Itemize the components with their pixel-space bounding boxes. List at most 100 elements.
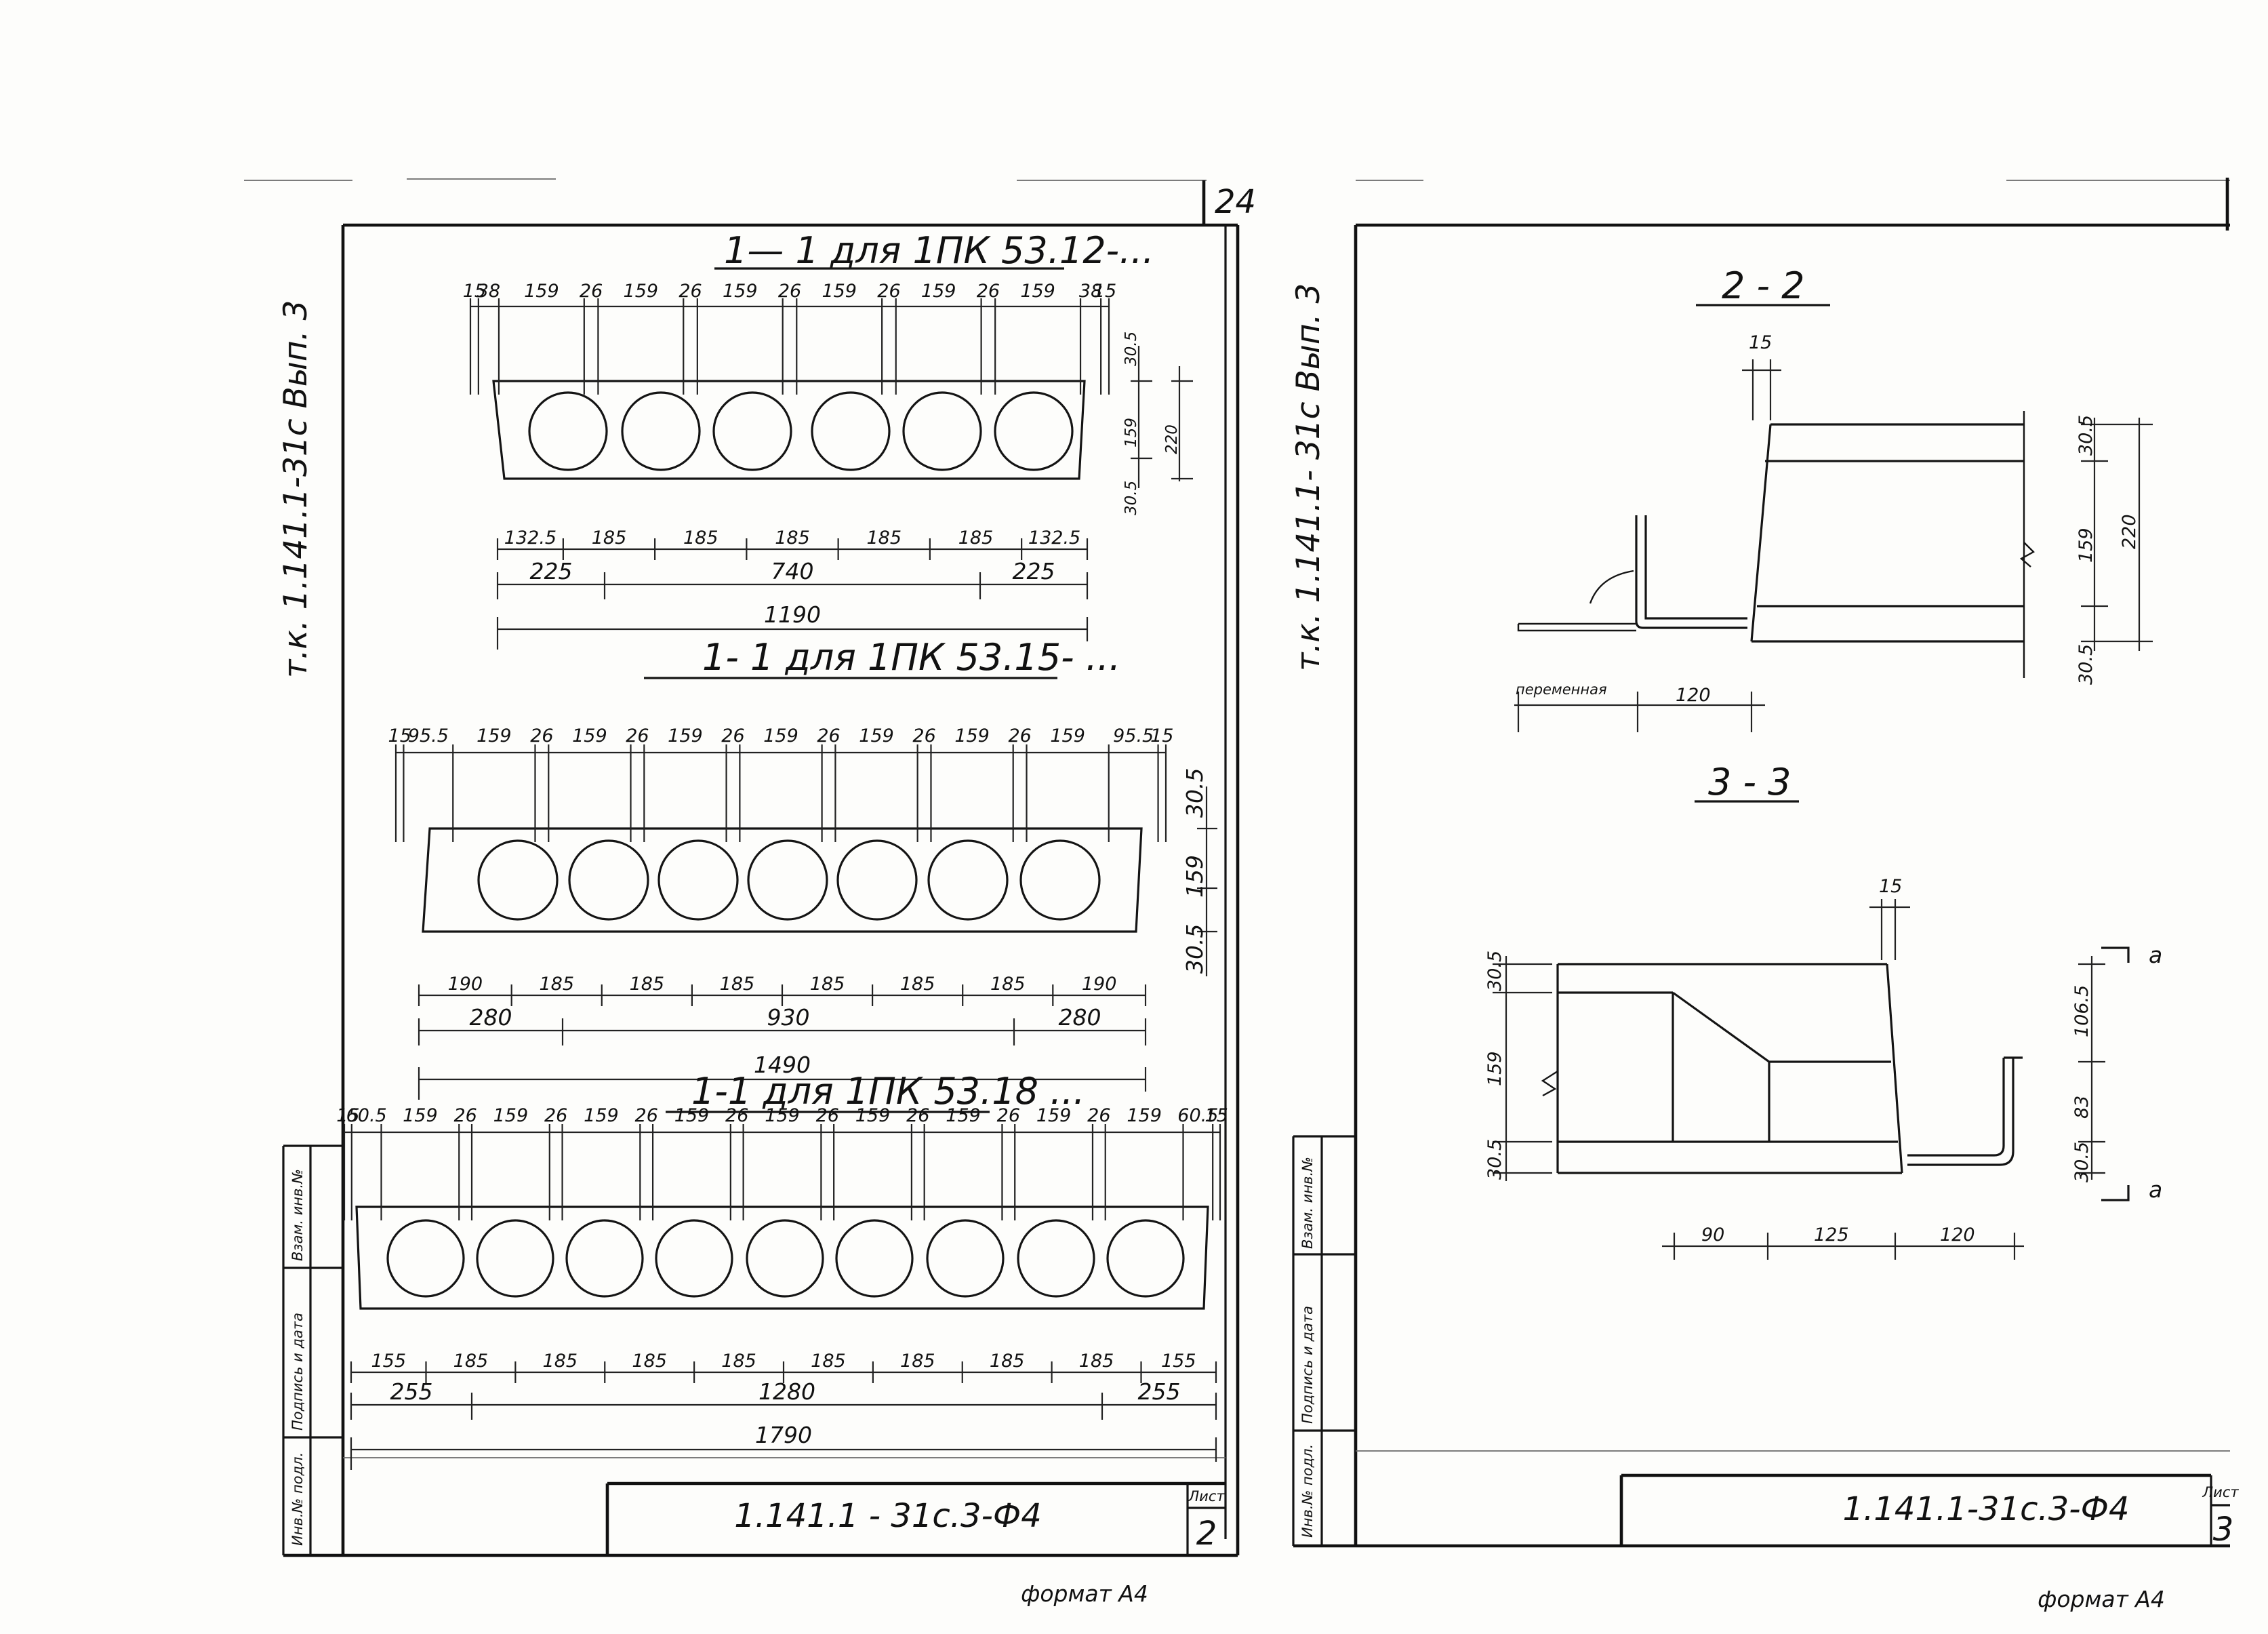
bottom-dim-label: 185 (900, 1351, 935, 1372)
bottom-dim-label: 132.5 (1028, 527, 1080, 549)
void-2 (621, 391, 701, 471)
void-8 (1017, 1219, 1095, 1298)
top-dim-label: 159 (584, 1105, 619, 1126)
stamp-label-inv: Инв.№ подл. (289, 1452, 306, 1546)
void-3 (657, 839, 739, 921)
top-dim-label: 26 (679, 281, 702, 302)
void-1 (477, 839, 559, 921)
section-title: 2 - 2 (1722, 264, 1805, 307)
stamp-label-repl: Взам. инв.№ (289, 1169, 306, 1261)
svg-text:30.5: 30.5 (1181, 768, 1208, 818)
format-label-left: формат А4 (1021, 1580, 1148, 1607)
svg-text:125: 125 (1814, 1224, 1849, 1246)
side-dims: 30.5 159 220 30.5 (1122, 332, 1193, 515)
stamp-label-sign: Подпись и дата (1299, 1306, 1316, 1424)
bottom-dim-label: 185 (683, 527, 718, 549)
void-6 (835, 1219, 914, 1298)
void-1 (386, 1219, 465, 1298)
bottom-dim-label: 225 (1013, 558, 1055, 584)
svg-text:159: 159 (1484, 1051, 1505, 1086)
bottom-dim-label: 190 (1082, 974, 1117, 995)
top-dim-label: 38 (1079, 281, 1102, 302)
bottom-dim-label: 132.5 (504, 527, 556, 549)
svg-text:159: 159 (1181, 855, 1208, 898)
overall-width-label: 1790 (755, 1422, 812, 1448)
section-title: 3 - 3 (1708, 761, 1791, 803)
top-dim-label: 159 (624, 281, 659, 302)
svg-text:30.5: 30.5 (1484, 1139, 1505, 1180)
top-dim-label: 159 (1050, 725, 1085, 746)
top-dim-label: 26 (906, 1105, 929, 1126)
section-marker-top: а (2149, 942, 2162, 968)
section-3-3: 3 - 3 15 (1484, 761, 2162, 1260)
top-dim-label: 26 (1008, 725, 1031, 746)
bottom-dim-label: 280 (1059, 1004, 1101, 1031)
bottom-dim-label: 740 (771, 558, 814, 584)
doc-code-right: 1.141.1-31с.3-Ф4 (1843, 1490, 2130, 1528)
side-dims: 30.5 159 30.5 (1181, 768, 1217, 976)
top-dim-label: 159 (946, 1105, 981, 1126)
side-code-right: т.к. 1.141.1- 31с Вып. 3 (1290, 283, 1327, 671)
svg-text:30.5: 30.5 (1484, 951, 1505, 991)
svg-text:30.5: 30.5 (2075, 415, 2097, 456)
stamp-label-sign: Подпись и дата (289, 1313, 306, 1431)
top-dim-label: 26 (626, 725, 649, 746)
page-number: 24 (1215, 183, 1256, 221)
bottom-dim-label: 185 (720, 974, 755, 995)
void-1 (528, 391, 608, 471)
sheet-number-left: 2 (1196, 1515, 1217, 1553)
top-dim-label: 159 (403, 1105, 438, 1126)
svg-text:120: 120 (1940, 1224, 1975, 1246)
top-dim-label: 38 (477, 281, 500, 302)
bottom-dim-label: 255 (390, 1378, 433, 1405)
void-5 (902, 391, 982, 471)
svg-text:30.5: 30.5 (1122, 481, 1140, 515)
svg-text:30.5: 30.5 (2075, 644, 2097, 685)
side-code-left: т.к. 1.141.1-31с Вып. 3 (277, 300, 315, 678)
top-dim-label: 26 (877, 281, 900, 302)
bottom-dim-label: 185 (811, 1351, 846, 1372)
bottom-dim-label: 185 (453, 1351, 489, 1372)
top-dim-label: 159 (1036, 1105, 1072, 1126)
bottom-dim-label: 185 (543, 1351, 578, 1372)
top-dim-label: 159 (763, 725, 798, 746)
void-row (386, 1219, 1185, 1298)
bottom-dim-label: 185 (866, 527, 902, 549)
void-4 (811, 391, 891, 471)
bottom-dim-label: 155 (371, 1351, 406, 1372)
top-dim-label: 95.5 (408, 725, 449, 746)
bottom-dim-label: 185 (958, 527, 994, 549)
void-7 (1019, 839, 1101, 921)
top-dim-label: 159 (855, 1105, 891, 1126)
sheet-label-left: Лист (1188, 1488, 1225, 1505)
top-dim-label: 15 (1204, 1105, 1228, 1126)
top-dim-label: 159 (765, 1105, 800, 1126)
top-dim-label: 15 (336, 1105, 359, 1126)
bottom-dim-label: 185 (539, 974, 574, 995)
void-row (477, 839, 1101, 921)
top-dim-label: 15 (1150, 725, 1173, 746)
svg-text:120: 120 (1676, 685, 1711, 706)
bottom-dim-label: 185 (990, 1351, 1025, 1372)
void-3 (565, 1219, 644, 1298)
top-dim-label: 15 (388, 725, 411, 746)
sheet-label-right: Лист (2202, 1484, 2239, 1500)
stamp-label-repl: Взам. инв.№ (1299, 1157, 1316, 1249)
top-dim-label: 26 (1087, 1105, 1110, 1126)
top-dim-label: 26 (778, 281, 801, 302)
top-dim-label: 60.5 (1177, 1105, 1218, 1126)
svg-text:159: 159 (2075, 527, 2097, 563)
bottom-dim-label: 190 (448, 974, 483, 995)
top-dim-label: 26 (544, 1105, 567, 1126)
top-dim-label: 60.5 (346, 1105, 387, 1126)
svg-text:220: 220 (2119, 514, 2140, 549)
